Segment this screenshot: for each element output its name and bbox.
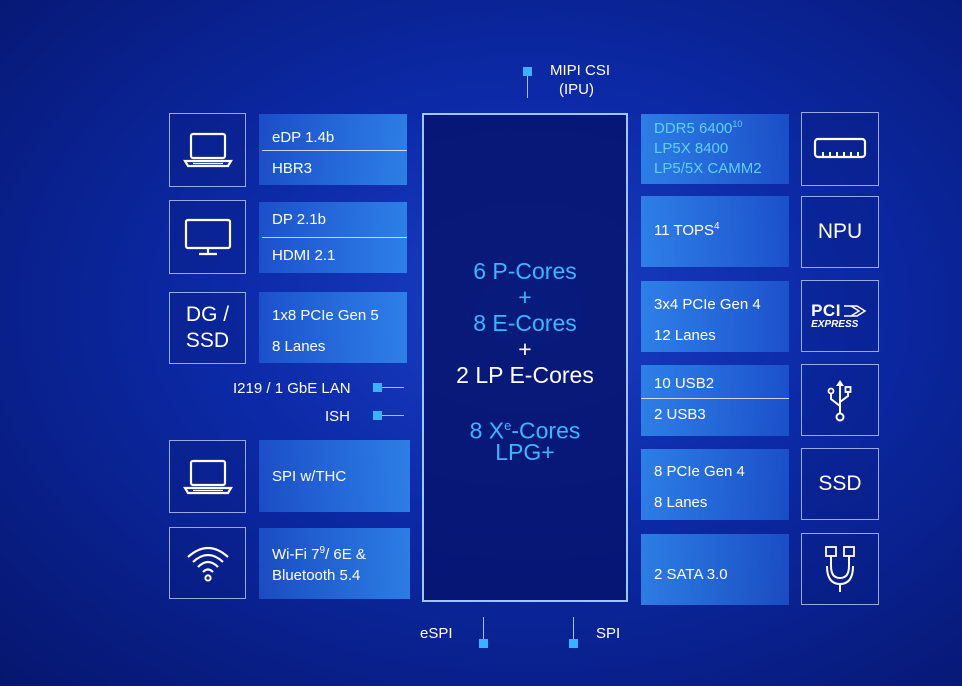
plus-2: + [518, 336, 532, 362]
lan-label: I219 / 1 GbE LAN [233, 380, 351, 397]
laptop-icon [182, 132, 233, 168]
lp-e-cores-label: 2 LP E-Cores [456, 362, 594, 388]
spi-connector-dot [569, 639, 578, 648]
pcie4-12-lanes-label: 12 Lanes [654, 327, 716, 344]
plus-1: + [518, 284, 532, 310]
usb2-label: 10 USB2 [654, 375, 715, 392]
dg-ssd-box: DG / SSD [169, 292, 246, 364]
lpg-label: LPG+ [495, 439, 555, 465]
usb-divider [641, 398, 789, 399]
pcie4-8-label: 8 PCIe Gen 4 [654, 463, 745, 480]
pci-express-box: PCI EXPRESS [801, 280, 879, 352]
tops-label: 11 TOPS4 [654, 221, 720, 239]
monitor-icon [184, 218, 231, 256]
p-cores-label: 6 P-Cores [473, 258, 577, 284]
bluetooth-label: Bluetooth 5.4 [272, 567, 361, 584]
ish-connector-line [382, 415, 404, 416]
lan-connector-line [382, 387, 404, 388]
npu-box: NPU [801, 196, 879, 268]
e-cores-label: 8 E-Cores [473, 310, 577, 336]
sata-cable-icon [825, 546, 855, 592]
sata-panel [641, 534, 789, 605]
hdmi-label: HDMI 2.1 [272, 247, 336, 264]
ipu-label: (IPU) [559, 81, 594, 98]
pcie4-8-lanes-label: 8 Lanes [654, 494, 708, 511]
ssd-box: SSD [801, 448, 879, 520]
sata-label: 2 SATA 3.0 [654, 566, 728, 583]
espi-label: eSPI [420, 625, 453, 642]
ddr5-label: DDR5 640010 [654, 119, 743, 137]
mipi-connector-dot [523, 67, 532, 76]
cpu-core-block: 6 P-Cores + 8 E-Cores + 2 LP E-Cores 8 X… [422, 113, 628, 602]
lp5x-label: LP5X 8400 [654, 140, 729, 157]
pcie4-12-panel [641, 281, 789, 352]
wifi-label: Wi-Fi 79/ 6E & [272, 545, 366, 563]
hbr3-label: HBR3 [272, 160, 313, 177]
memory-panel [641, 114, 789, 184]
npu-label: NPU [817, 220, 863, 243]
wifi-box [169, 527, 246, 599]
laptop-icon [182, 459, 233, 494]
wifi-icon [186, 546, 229, 582]
xe-cores-label: 8 Xe-Cores [469, 417, 581, 444]
memory-box [801, 112, 879, 186]
pcie5-panel [259, 292, 407, 363]
monitor-display-box [169, 200, 246, 274]
lan-connector-dot [373, 383, 382, 392]
ish-connector-dot [373, 411, 382, 420]
edp-divider [262, 150, 407, 151]
sata-box [801, 533, 879, 605]
dp-label: DP 2.1b [272, 211, 326, 228]
npu-panel [641, 196, 789, 267]
usb-icon [827, 380, 852, 422]
spi-label: SPI [596, 625, 621, 642]
pcie4-8-panel [641, 449, 789, 520]
dp-divider [262, 237, 407, 238]
dg-ssd-label: DG / SSD [185, 303, 230, 352]
pcie5-lanes-label: 8 Lanes [272, 338, 326, 355]
camm-label: LP5/5X CAMM2 [654, 160, 762, 177]
usb-box [801, 364, 879, 436]
usb3-label: 2 USB3 [654, 406, 706, 423]
laptop-touch-box [169, 440, 246, 513]
spi-thc-panel [259, 440, 410, 512]
ssd-label: SSD [818, 472, 862, 495]
ish-label: ISH [325, 408, 351, 425]
pci-express-logo: PCI EXPRESS [811, 302, 869, 330]
mipi-connector-line [527, 76, 528, 98]
edp-panel [259, 114, 407, 185]
espi-connector-line [483, 617, 484, 639]
pcie4-3x4-label: 3x4 PCIe Gen 4 [654, 296, 761, 313]
usb-panel [641, 365, 789, 436]
wifi-panel [259, 528, 410, 599]
memory-icon [813, 137, 867, 159]
spi-thc-label: SPI w/THC [272, 468, 347, 485]
spi-connector-line [573, 617, 574, 639]
espi-connector-dot [479, 639, 488, 648]
edp-label: eDP 1.4b [272, 129, 335, 146]
mipi-label: MIPI CSI [550, 62, 611, 79]
arrow-right-icon [843, 304, 867, 317]
pcie5-label: 1x8 PCIe Gen 5 [272, 307, 379, 324]
laptop-display-box [169, 113, 246, 187]
